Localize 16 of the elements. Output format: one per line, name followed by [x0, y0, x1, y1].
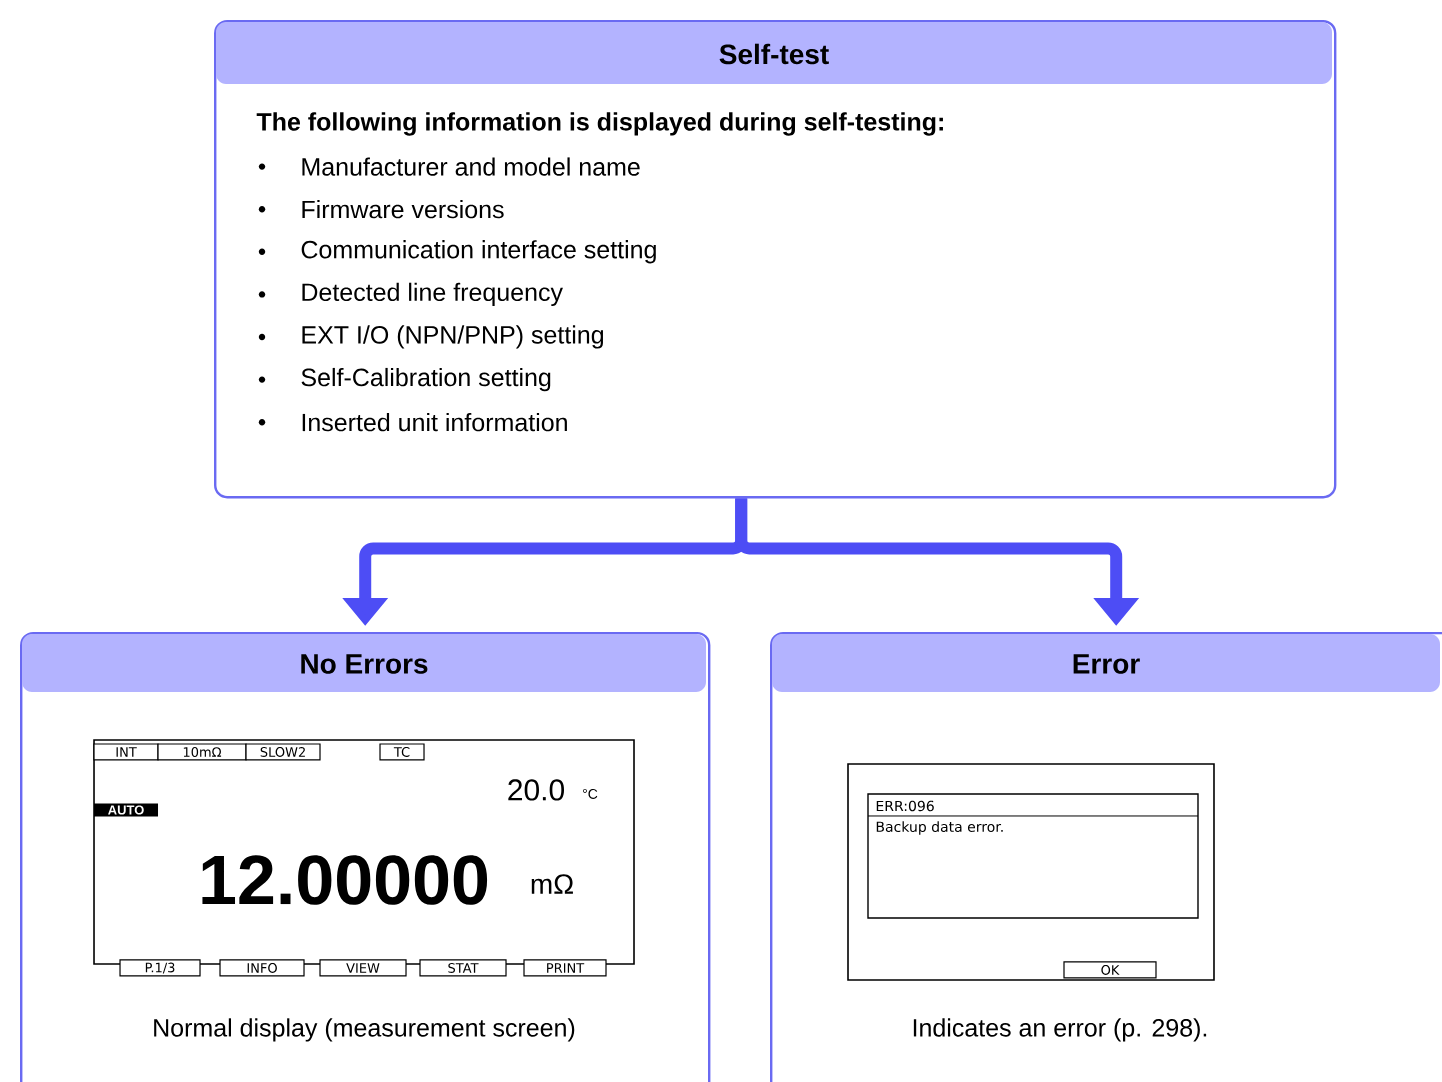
screen-caption: Indicates an error (p. 298). [913, 1018, 1207, 1042]
unit-text: mΩ [531, 874, 573, 894]
bullet-item: Self-Calibration setting [258, 367, 551, 392]
panel-title: Self-test [719, 43, 829, 65]
panel-title: Error [1073, 654, 1140, 674]
bullet-item: Detected line frequency [258, 282, 563, 306]
bullet-item: Inserted unit information [258, 413, 567, 432]
bullet-item: Firmware versions [258, 200, 504, 219]
intro-text: The following information is displayed during self-testing: [256, 112, 943, 136]
panel-title: No Errors [301, 654, 428, 674]
screen-caption: Normal display (measurement screen) [154, 1018, 575, 1042]
bullet-item: Communication interface setting [258, 240, 656, 264]
bullet-item: EXT I/O (NPN/PNP) setting [258, 325, 604, 349]
bullet-item: Manufacturer and model name [258, 157, 640, 176]
measurement-value: 12.00000 [202, 855, 488, 905]
temperature-reading: 20.0 [508, 779, 564, 801]
